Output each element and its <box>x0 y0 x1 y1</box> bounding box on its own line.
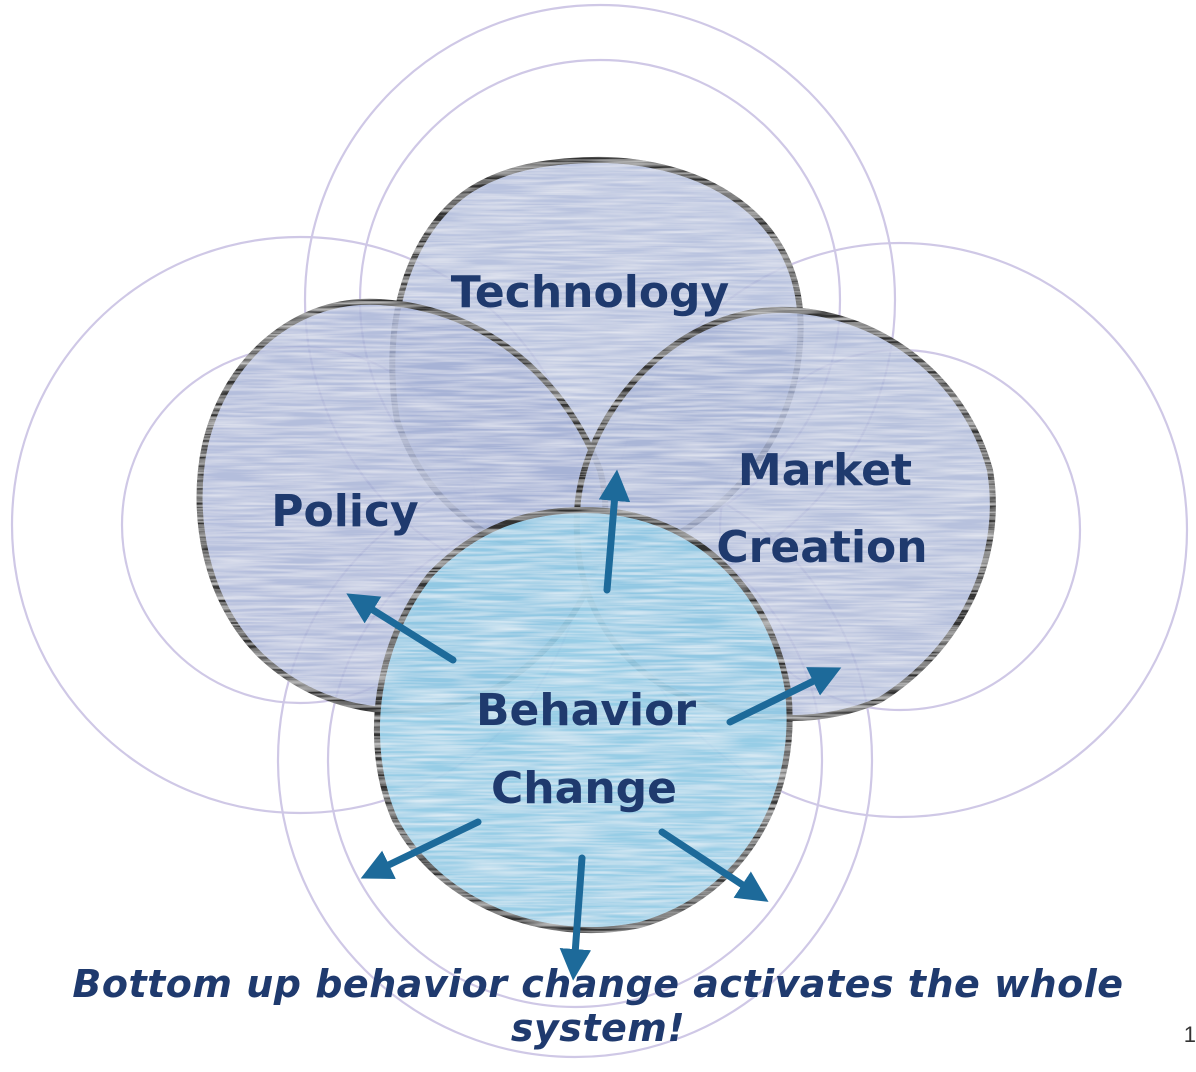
circle-behavior-change <box>373 506 793 934</box>
arrow-down <box>559 854 592 981</box>
caption: Bottom up behavior change activates the … <box>72 962 1124 1050</box>
label-creation: Creation <box>716 522 927 573</box>
label-behavior: Behavior <box>476 685 696 736</box>
behavior-circle-shape <box>373 506 793 934</box>
label-policy: Policy <box>271 486 418 537</box>
label-market: Market <box>738 445 912 496</box>
label-change: Change <box>491 763 677 814</box>
arrow-to-market <box>726 667 842 726</box>
arrow-down-left <box>360 818 482 879</box>
labels: Technology Policy Market Creation Behavi… <box>271 267 927 814</box>
label-technology: Technology <box>451 267 729 318</box>
arrows <box>346 469 842 981</box>
arrow-to-policy <box>346 593 457 664</box>
arrow-down-right <box>658 828 769 902</box>
arrow-to-technology <box>598 469 631 594</box>
page-number: 1 <box>1183 1022 1196 1047</box>
